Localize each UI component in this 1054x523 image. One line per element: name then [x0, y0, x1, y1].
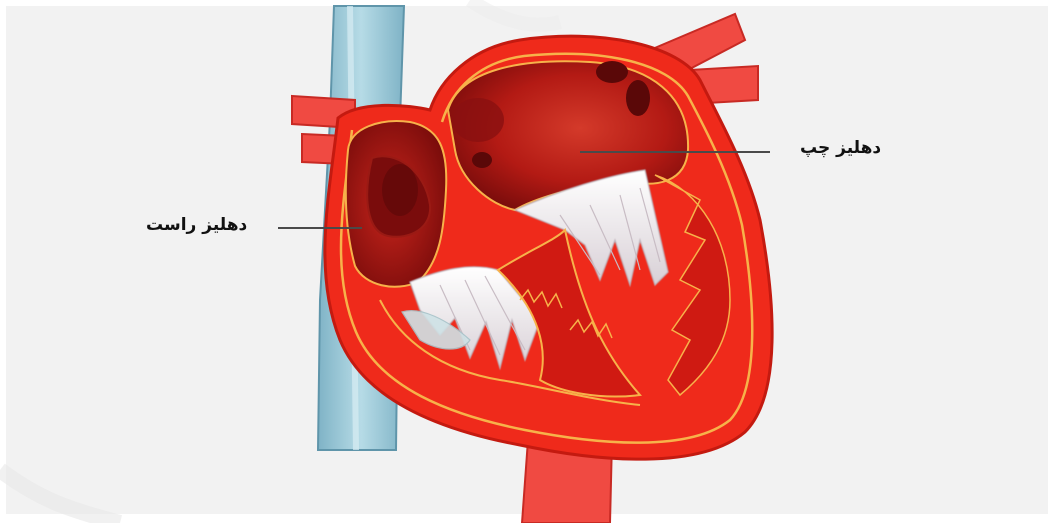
label-left-atrium: دهلیز چپ	[800, 138, 881, 158]
pulmonary-vein-opening-1	[596, 61, 628, 83]
pulmonary-vein-opening-2	[626, 80, 650, 116]
label-right-atrium: دهلیز راست	[146, 215, 247, 235]
